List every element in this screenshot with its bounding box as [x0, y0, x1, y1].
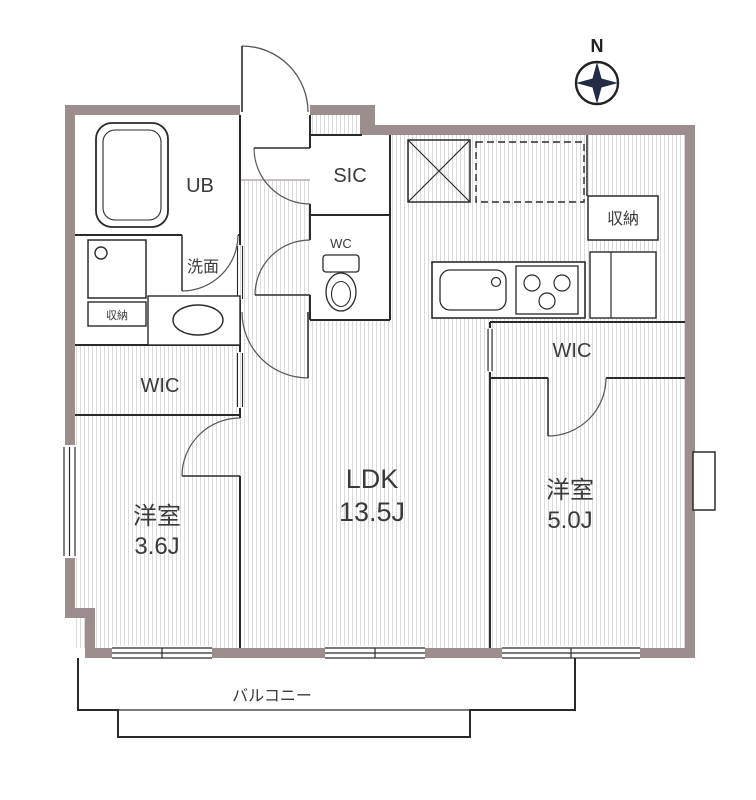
label-wc: WC [330, 236, 352, 251]
label-wic-left: WIC [141, 375, 180, 397]
faucet-icon [490, 276, 502, 288]
label-washroom: 洗面 [187, 258, 219, 276]
stove-icon [515, 265, 579, 315]
storage-right-box [587, 195, 659, 241]
label-bedroom-left-size: 3.6J [134, 533, 179, 560]
label-wic-right: WIC [553, 340, 592, 362]
label-sic: SIC [333, 165, 366, 187]
entrance-door-arc [241, 45, 309, 113]
kitchen-counter [431, 261, 586, 319]
label-ldk-size: 13.5J [339, 497, 405, 527]
label-bedroom-left-name: 洋室 [133, 503, 181, 530]
refrigerator-space-icon [407, 139, 471, 203]
label-balcony: バルコニー [232, 688, 312, 705]
room-sic [310, 135, 390, 215]
compass: N [574, 36, 620, 106]
label-unit-bath: UB [186, 175, 214, 197]
label-bedroom-right-size: 5.0J [547, 507, 592, 534]
storage-small-box [87, 301, 147, 327]
door-arcs [181, 147, 607, 477]
compass-n-label: N [591, 36, 604, 56]
windows [63, 445, 640, 660]
label-bedroom-right-name: 洋室 [546, 477, 594, 504]
toilet-icon [322, 254, 360, 312]
label-storage-small: 収納 [106, 309, 128, 322]
washer-space-icon [87, 239, 147, 299]
bathtub-icon [95, 122, 169, 228]
pantry-shelf-icon [589, 251, 657, 319]
label-ldk-name: LDK [346, 464, 399, 494]
right-wall-door [692, 451, 716, 511]
north-arrow-icon [576, 62, 618, 104]
entrance-door-gap [240, 103, 310, 117]
label-storage-right: 収納 [607, 210, 639, 228]
outside-notch [370, 96, 705, 125]
sliding-doors [236, 246, 493, 407]
dashed-space-icon [475, 141, 585, 203]
balcony-outline [77, 658, 576, 738]
vanity-sink-icon [147, 295, 241, 346]
kitchen-sink-icon [439, 269, 507, 311]
